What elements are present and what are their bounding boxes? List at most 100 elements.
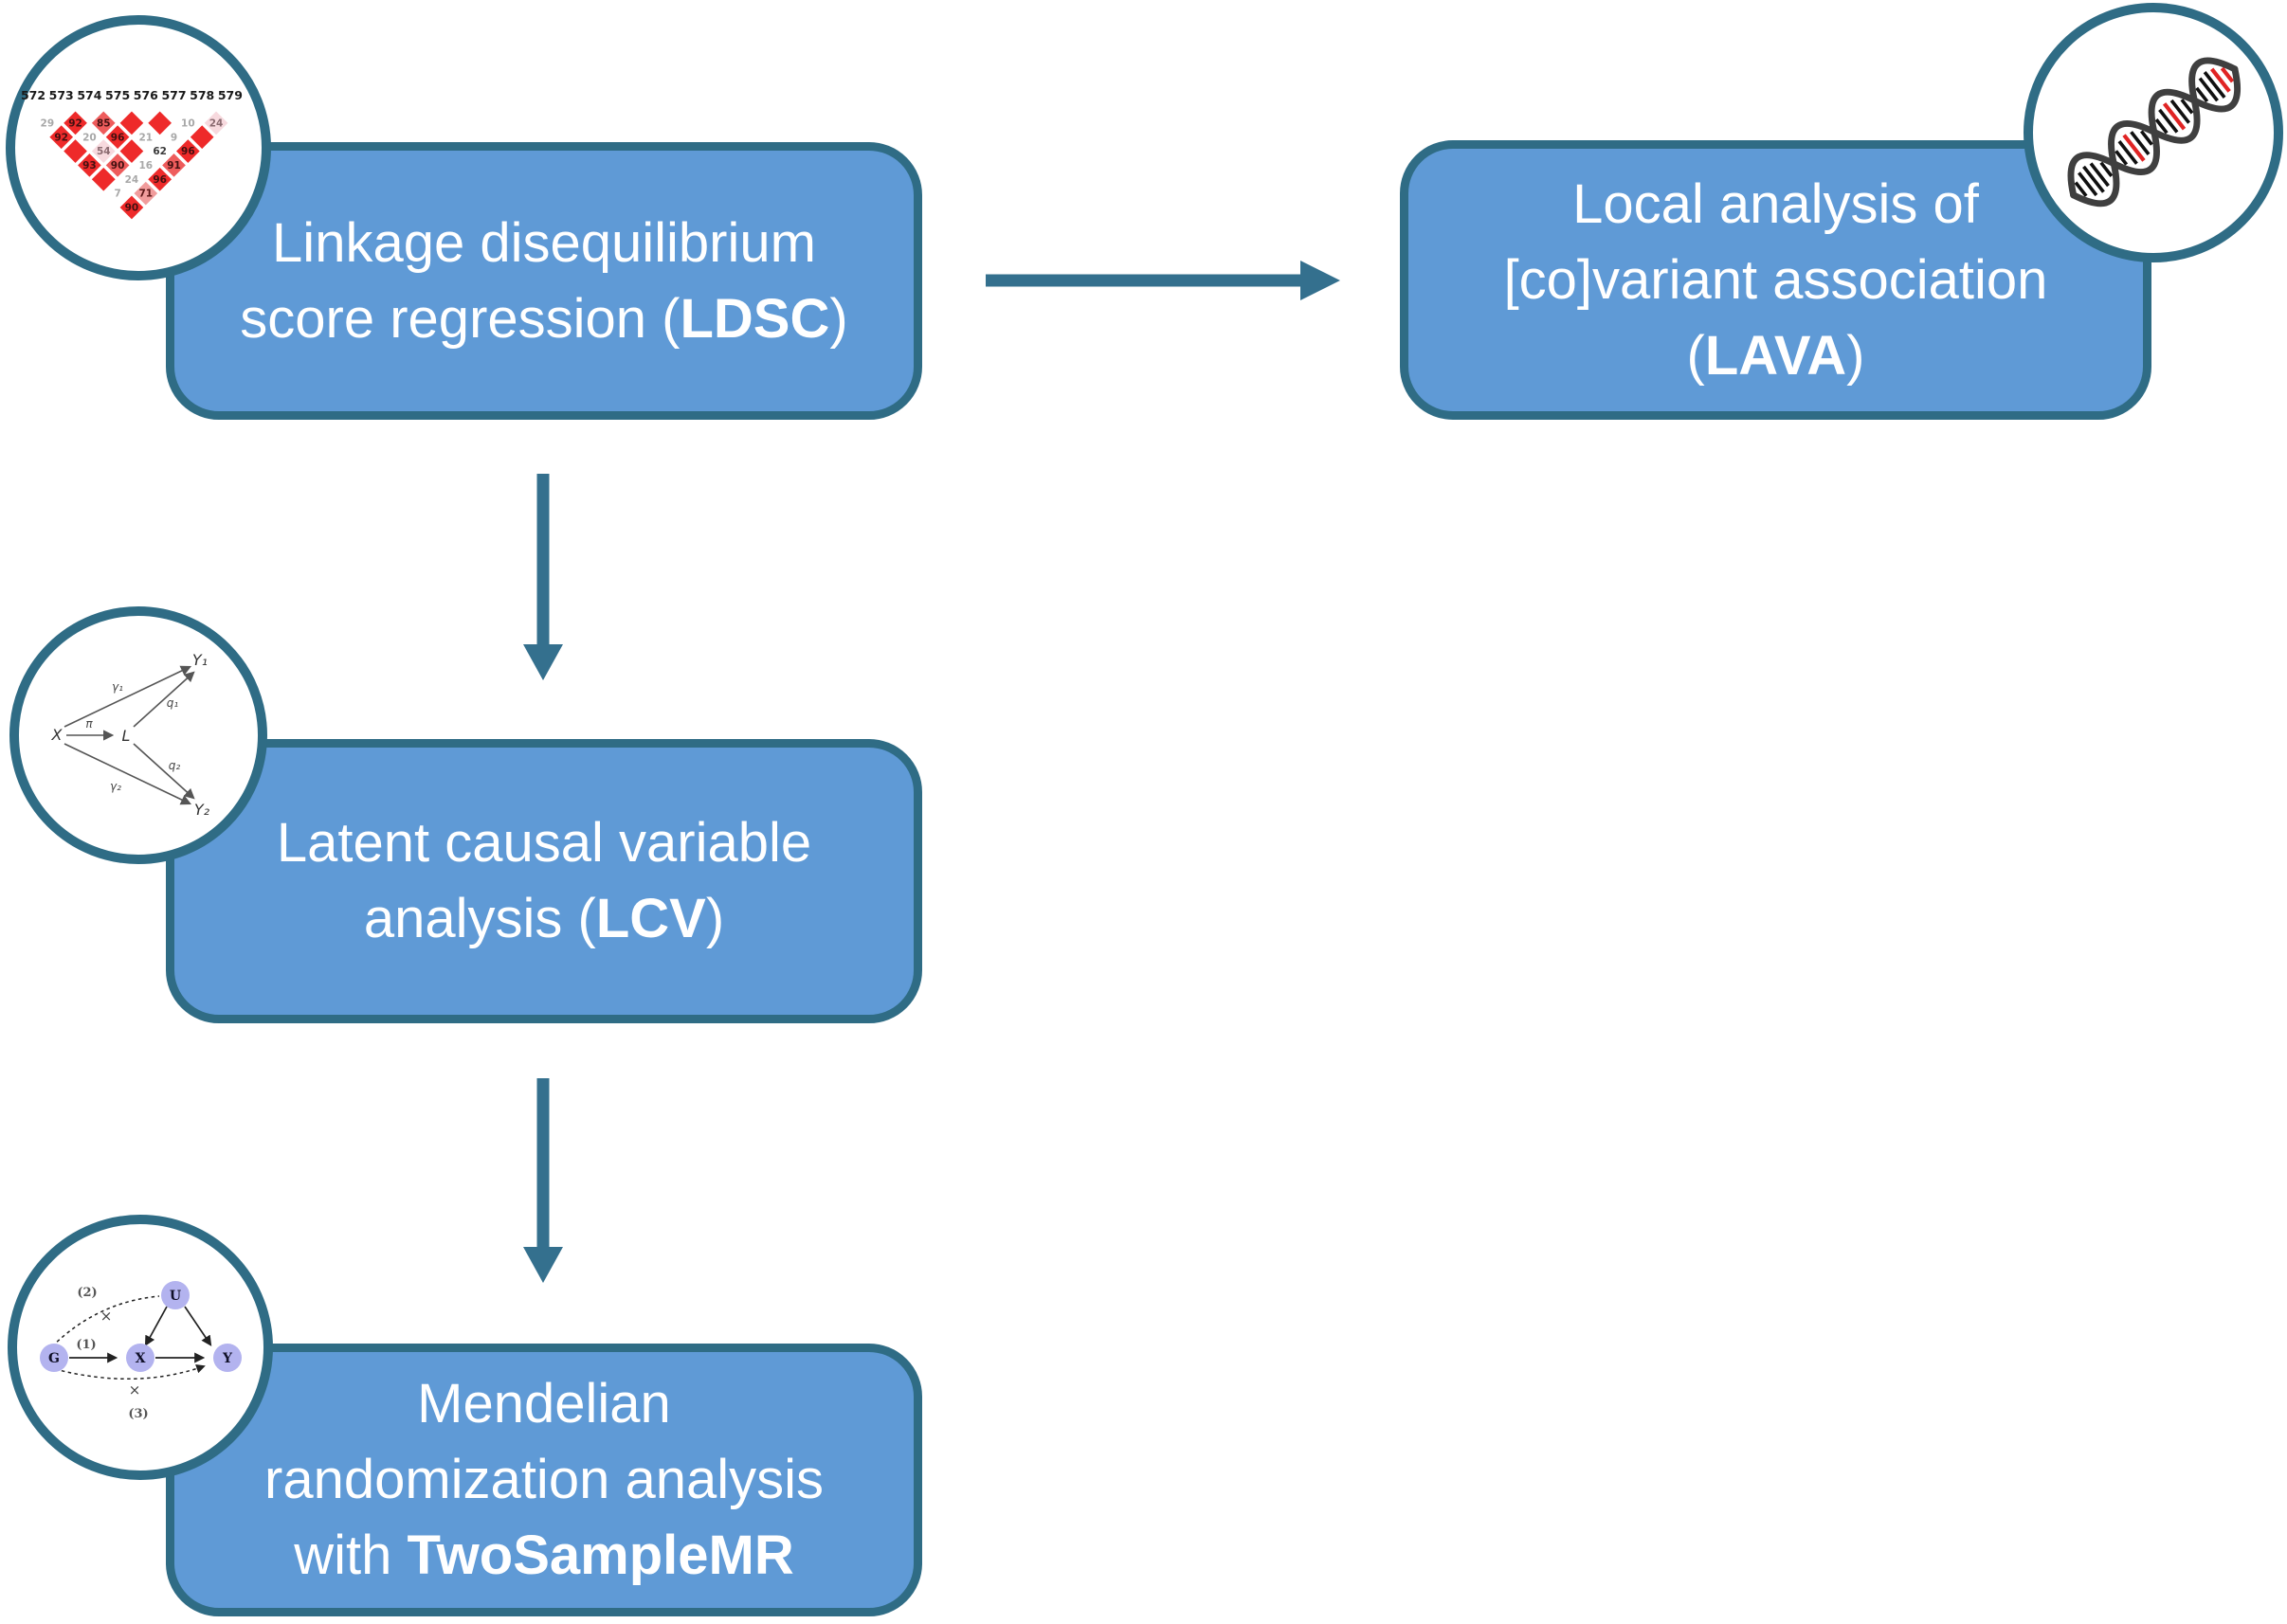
- lcv-node-x: X: [51, 726, 64, 744]
- lcv-label-q2: q₂: [169, 759, 181, 772]
- ld-cell-value: 54: [97, 146, 111, 157]
- mr-box: Mendelian randomization analysis with Tw…: [166, 1344, 922, 1616]
- lcv-badge: X L Y₁ Y₂ π γ₁ γ₂ q₁ q₂: [9, 606, 267, 864]
- ld-cell: [76, 152, 103, 179]
- lava-line-2: [co]variant association: [1503, 248, 2048, 311]
- ld-cell-value: 9: [171, 132, 177, 143]
- ld-cell-value: 29: [41, 117, 55, 129]
- dna-badge: [2024, 3, 2283, 262]
- ld-snp-label: 576: [134, 88, 158, 102]
- mr-node-g: G: [48, 1351, 60, 1366]
- ld-cell: [90, 137, 118, 165]
- lava-line-1: Local analysis of: [1572, 172, 1979, 235]
- lcv-line-2: analysis (LCV): [363, 888, 725, 949]
- ldsc-acronym: LDSC: [680, 287, 830, 350]
- ld-snp-label: 572: [21, 88, 45, 102]
- ld-cell: [146, 166, 173, 193]
- ld-cell-value: 96: [111, 132, 125, 143]
- lcv-node-y1: Y₁: [192, 651, 208, 669]
- ld-cell-value: 96: [153, 174, 167, 186]
- ld-cell-value: 90: [125, 203, 139, 214]
- ld-cell-value: 92: [54, 132, 68, 143]
- mr-line-3: with TwoSampleMR: [294, 1525, 794, 1586]
- ld-cell-value: 20: [82, 132, 97, 143]
- ld-cell-value: 91: [167, 160, 181, 171]
- lava-acronym: LAVA: [1704, 324, 1847, 387]
- ld-cell-value: 62: [153, 146, 167, 157]
- ld-cell-value: 24: [125, 174, 139, 186]
- ld-cell: [90, 166, 118, 193]
- ld-snp-label: 574: [77, 88, 101, 102]
- mr-cross-3: ×: [129, 1381, 141, 1398]
- ld-cell-value: 71: [138, 189, 153, 200]
- mr-line-2: randomization analysis: [264, 1449, 824, 1510]
- ldsc-box: Linkage disequilibrium score regression …: [166, 142, 922, 420]
- ld-cell: [203, 109, 230, 136]
- mr-path-label-1: (1): [76, 1338, 96, 1352]
- lcv-node-y2: Y₂: [194, 801, 210, 819]
- mr-node-x-circle: [126, 1344, 154, 1372]
- arrow-lcv-to-mr: [523, 1078, 563, 1283]
- mr-node-u-circle: [161, 1281, 190, 1309]
- ld-cell-value: 92: [68, 117, 82, 129]
- lcv-box: Latent causal variable analysis (LCV): [166, 739, 922, 1023]
- lcv-acronym: LCV: [595, 888, 706, 949]
- ld-snp-label: 573: [49, 88, 74, 102]
- lcv-diagram-icon: X L Y₁ Y₂ π γ₁ γ₂ q₁ q₂: [51, 651, 210, 819]
- ld-snp-label: 579: [218, 88, 243, 102]
- ld-cell: [62, 137, 89, 165]
- lava-line-3: (LAVA): [1686, 324, 1865, 387]
- ld-cell-value: 10: [181, 117, 195, 129]
- lcv-node-l: L: [122, 727, 131, 745]
- ld-cell: [104, 152, 132, 179]
- mr-cross-2: ×: [100, 1308, 113, 1325]
- mr-node-u: U: [170, 1289, 181, 1304]
- ldsc-line-2: score regression (LDSC): [240, 287, 848, 350]
- ld-cell: [118, 109, 145, 136]
- ld-cell-value: 96: [181, 146, 195, 157]
- ld-cell: [90, 109, 118, 136]
- ld-snp-label: 577: [161, 88, 186, 102]
- ld-cell: [104, 123, 132, 151]
- ld-cell: [47, 123, 75, 151]
- ld-cell-value: 85: [97, 117, 111, 129]
- dna-icon: [2067, 57, 2242, 208]
- lcv-label-q1: q₁: [167, 696, 179, 710]
- ld-cell: [118, 137, 145, 165]
- ld-snp-label: 575: [105, 88, 130, 102]
- ld-cell-value: 21: [138, 132, 153, 143]
- mr-package-name: TwoSampleMR: [407, 1525, 794, 1586]
- lcv-line-1: Latent causal variable: [276, 812, 812, 874]
- lcv-label-gamma1: γ₁: [112, 680, 123, 694]
- mr-path-label-2: (2): [77, 1286, 97, 1300]
- mr-node-g-circle: [40, 1344, 68, 1372]
- mr-node-y: Y: [222, 1351, 233, 1366]
- ldsc-line-1: Linkage disequilibrium: [272, 206, 816, 281]
- lcv-label-pi: π: [85, 717, 93, 731]
- mr-badge: U G X Y (1) (2) (3) × ×: [8, 1215, 273, 1480]
- ld-cell: [132, 180, 159, 208]
- ld-cell-value: 7: [114, 189, 120, 200]
- ld-cell: [160, 152, 188, 179]
- arrow-ldsc-to-lava: [986, 261, 1340, 300]
- ld-cell-value: 93: [82, 160, 97, 171]
- ld-cell-value: 90: [111, 160, 125, 171]
- ldsc-text: Linkage disequilibrium: [272, 211, 816, 274]
- mr-node-y-circle: [213, 1344, 242, 1372]
- ld-snp-label: 578: [190, 88, 214, 102]
- ld-cell: [118, 193, 145, 221]
- mr-diagram-icon: U G X Y (1) (2) (3) × ×: [40, 1281, 242, 1421]
- ld-cell-value: 16: [138, 160, 153, 171]
- lava-box: Local analysis of [co]variant associatio…: [1400, 140, 2151, 420]
- mr-node-x: X: [136, 1351, 146, 1366]
- lcv-label-gamma2: γ₂: [110, 780, 121, 793]
- mr-path-label-3: (3): [128, 1407, 148, 1421]
- ld-cell: [62, 109, 89, 136]
- arrow-ldsc-to-lcv: [523, 474, 563, 680]
- ld-cell: [146, 109, 173, 136]
- mr-line-1: Mendelian: [417, 1373, 671, 1435]
- ld-cell-value: 24: [209, 117, 224, 129]
